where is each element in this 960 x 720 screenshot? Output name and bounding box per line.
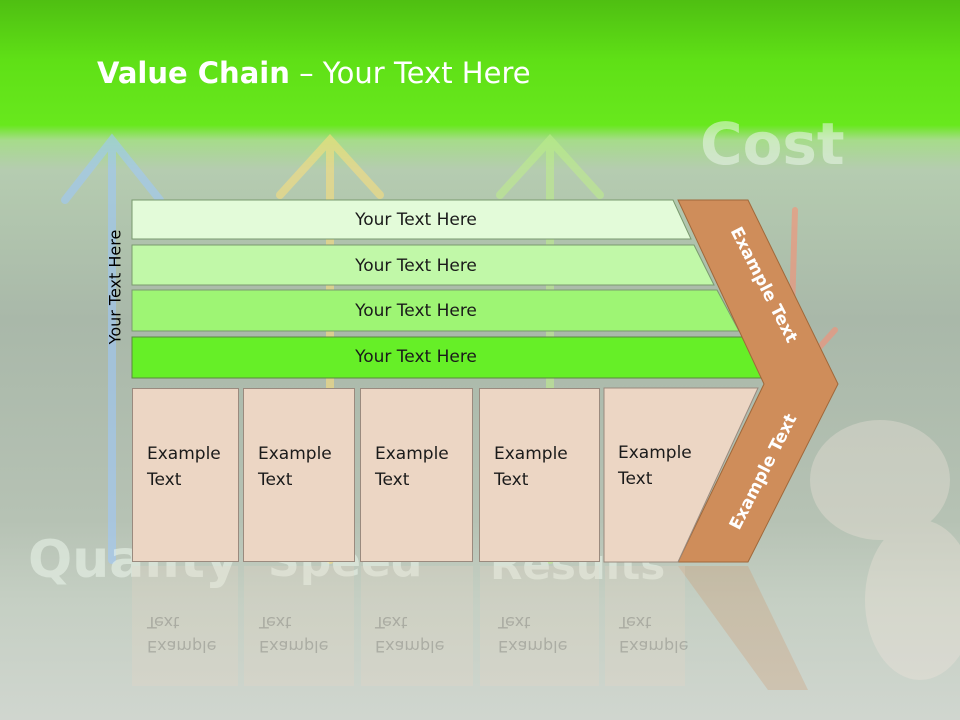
column-4-line1: Example [494, 444, 568, 464]
band-2-shape [131, 244, 715, 286]
column-5: Example Text [604, 388, 714, 562]
column-2-line2: Text [258, 470, 293, 490]
slide-title: Value Chain – Your Text Here [97, 56, 531, 90]
title-rest: – Your Text Here [289, 56, 531, 90]
column-4: Example Text [479, 388, 600, 562]
column-3: Example Text [360, 388, 473, 562]
title-bold: Value Chain [97, 56, 290, 90]
band-4: Your Text Here [355, 346, 477, 367]
band-1: Your Text Here [355, 209, 477, 230]
column-2-line1: Example [258, 444, 332, 464]
column-1: Example Text [132, 388, 239, 562]
chalk-word-cost: Cost [700, 110, 845, 178]
column-1-line2: Text [147, 470, 182, 490]
column-1-line1: Example [147, 444, 221, 464]
band-3: Your Text Here [355, 300, 477, 321]
chevron-reflection [678, 566, 808, 690]
chevron-shape [677, 199, 839, 563]
column-5-line1: Example [618, 443, 692, 463]
column-2: Example Text [243, 388, 355, 562]
column-3-line1: Example [375, 444, 449, 464]
band-2: Your Text Here [355, 255, 477, 276]
column-5-line2: Text [618, 469, 653, 489]
column-3-line2: Text [375, 470, 410, 490]
column-4-line2: Text [494, 470, 529, 490]
band-1-shape [131, 199, 692, 240]
